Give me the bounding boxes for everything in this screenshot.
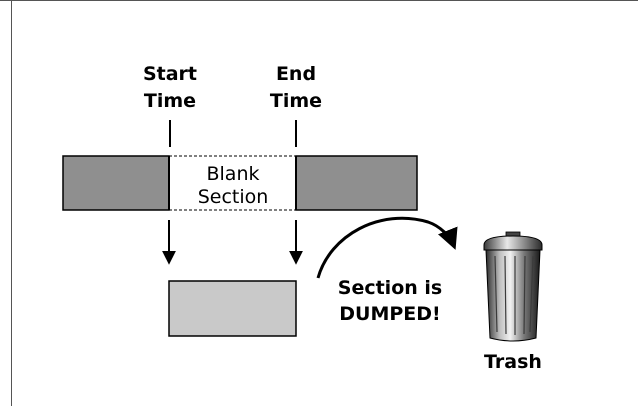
- start-time-label-line2: Time: [144, 90, 196, 112]
- sample-block-left: [62, 155, 170, 211]
- trash-can-icon: [483, 231, 543, 342]
- blank-section-outline: [168, 155, 297, 211]
- sample-block-right: [295, 155, 418, 211]
- blank-section-label-line1: Blank: [206, 163, 259, 185]
- end-time-label-line2: Time: [270, 90, 322, 112]
- curved-arrow-to-trash: [316, 216, 458, 279]
- removed-section-block: [168, 280, 297, 337]
- dumped-label-line1: Section is: [338, 277, 442, 299]
- blank-section-label-line2: Section: [198, 186, 269, 208]
- trash-label: Trash: [484, 351, 542, 373]
- dumped-label-line2: DUMPED!: [339, 303, 440, 325]
- end-time-label-line1: End: [276, 63, 316, 85]
- start-time-label-line1: Start: [143, 63, 197, 85]
